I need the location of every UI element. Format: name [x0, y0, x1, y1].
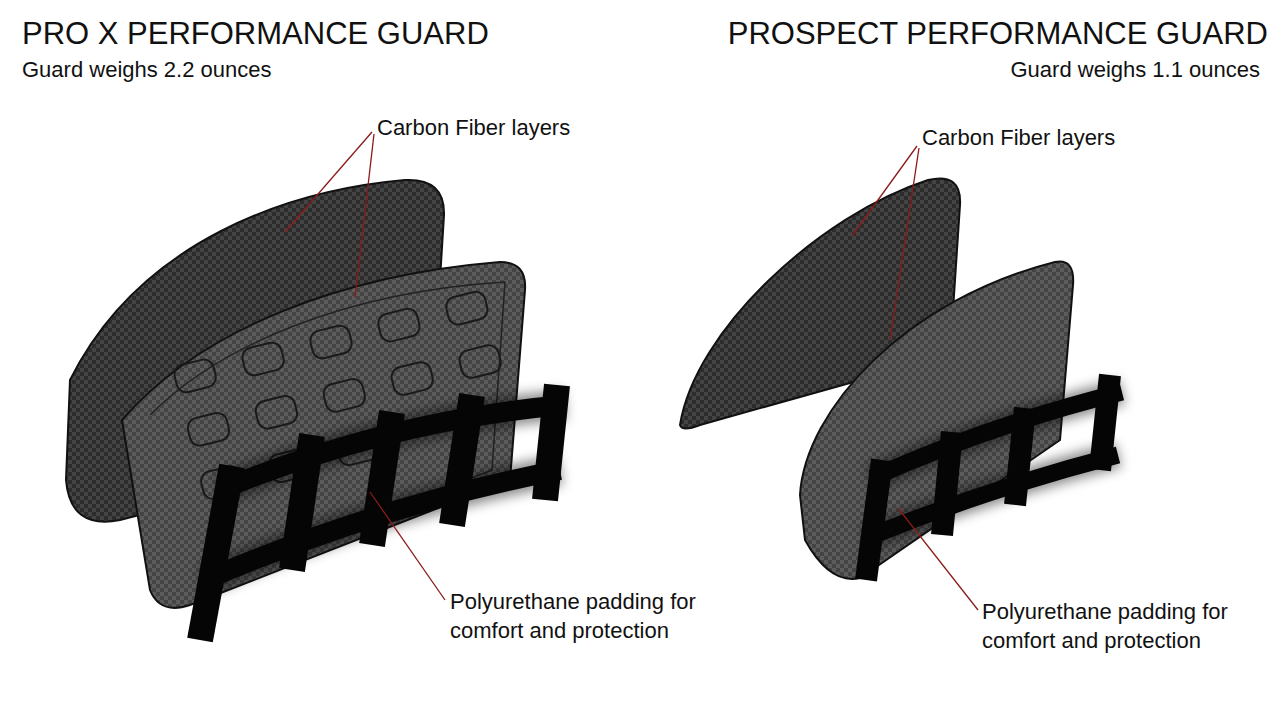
padding-lattice	[866, 375, 1122, 580]
part-label: Carbon Fiber layers	[377, 114, 570, 143]
carbon-plate	[800, 261, 1073, 578]
part-label: Carbon Fiber layers	[922, 124, 1115, 153]
product-title: PROSPECT PERFORMANCE GUARD	[728, 14, 1268, 54]
part-label: Polyurethane padding for comfort and pro…	[450, 588, 740, 645]
leader-line	[285, 132, 978, 610]
weight-note: Guard weighs 2.2 ounces	[22, 56, 272, 85]
weight-note: Guard weighs 1.1 ounces	[1011, 56, 1261, 85]
product-title: PRO X PERFORMANCE GUARD	[22, 14, 489, 54]
carbon-plate	[122, 262, 525, 608]
part-label: Polyurethane padding for comfort and pro…	[982, 598, 1272, 655]
